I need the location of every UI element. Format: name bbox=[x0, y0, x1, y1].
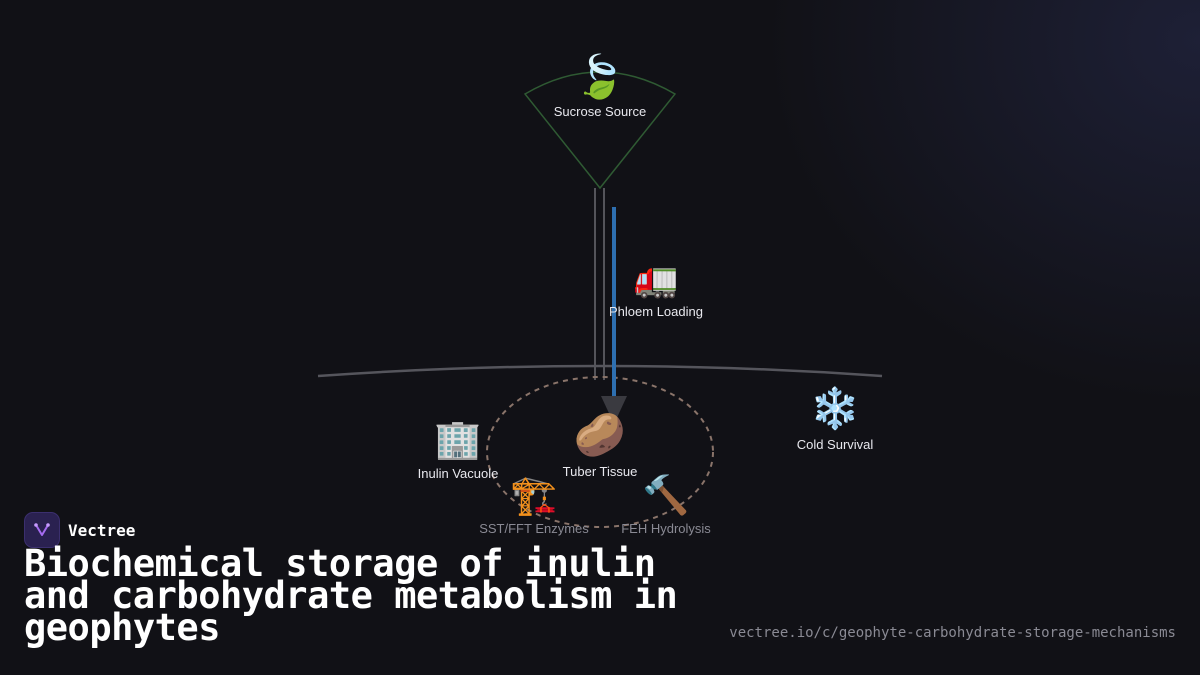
node-label: Phloem Loading bbox=[609, 304, 703, 319]
node-tuber-tissue: 🥔 Tuber Tissue bbox=[562, 410, 638, 480]
source-sector bbox=[523, 71, 677, 190]
snowflake-icon: ❄️ bbox=[810, 386, 860, 432]
page-title: Biochemical storage of inulin and carboh… bbox=[24, 542, 678, 649]
node-label: Inulin Vacuole bbox=[417, 466, 499, 481]
node-cold-survival: ❄️ Cold Survival bbox=[797, 389, 874, 452]
potato-icon: 🥔 bbox=[573, 410, 627, 459]
node-phloem-loading: 🚛 Phloem Loading bbox=[609, 259, 703, 320]
node-sucrose-source: 🍃 Sucrose Source bbox=[553, 52, 647, 120]
leaf-fluttering-icon: 🍃 bbox=[573, 52, 627, 101]
tuber-ring bbox=[486, 376, 714, 528]
brand-name: Vectree bbox=[68, 520, 136, 540]
node-sst-fft-enzymes: 🏗️ SST/FFT Enzymes bbox=[479, 476, 589, 536]
ground-line bbox=[317, 364, 883, 378]
node-feh-hydrolysis: 🔨 FEH Hydrolysis bbox=[621, 476, 711, 536]
node-inulin-vacuole: 🏢 Inulin Vacuole bbox=[418, 420, 499, 481]
vectree-logo-icon bbox=[24, 512, 60, 548]
building-icon: 🏢 bbox=[434, 417, 482, 461]
source-url[interactable]: vectree.io/c/geophyte-carbohydrate-stora… bbox=[729, 625, 1176, 641]
flow-arrowhead bbox=[601, 396, 627, 424]
construction-crane-icon: 🏗️ bbox=[510, 473, 558, 517]
truck-icon: 🚛 bbox=[633, 259, 679, 300]
brand: Vectree bbox=[24, 512, 135, 548]
node-label: Sucrose Source bbox=[553, 104, 647, 119]
node-label: Cold Survival bbox=[796, 437, 874, 452]
hammer-icon: 🔨 bbox=[642, 473, 690, 517]
node-label: FEH Hydrolysis bbox=[621, 521, 711, 536]
node-label: Tuber Tissue bbox=[562, 464, 638, 479]
node-label: SST/FFT Enzymes bbox=[479, 521, 589, 536]
